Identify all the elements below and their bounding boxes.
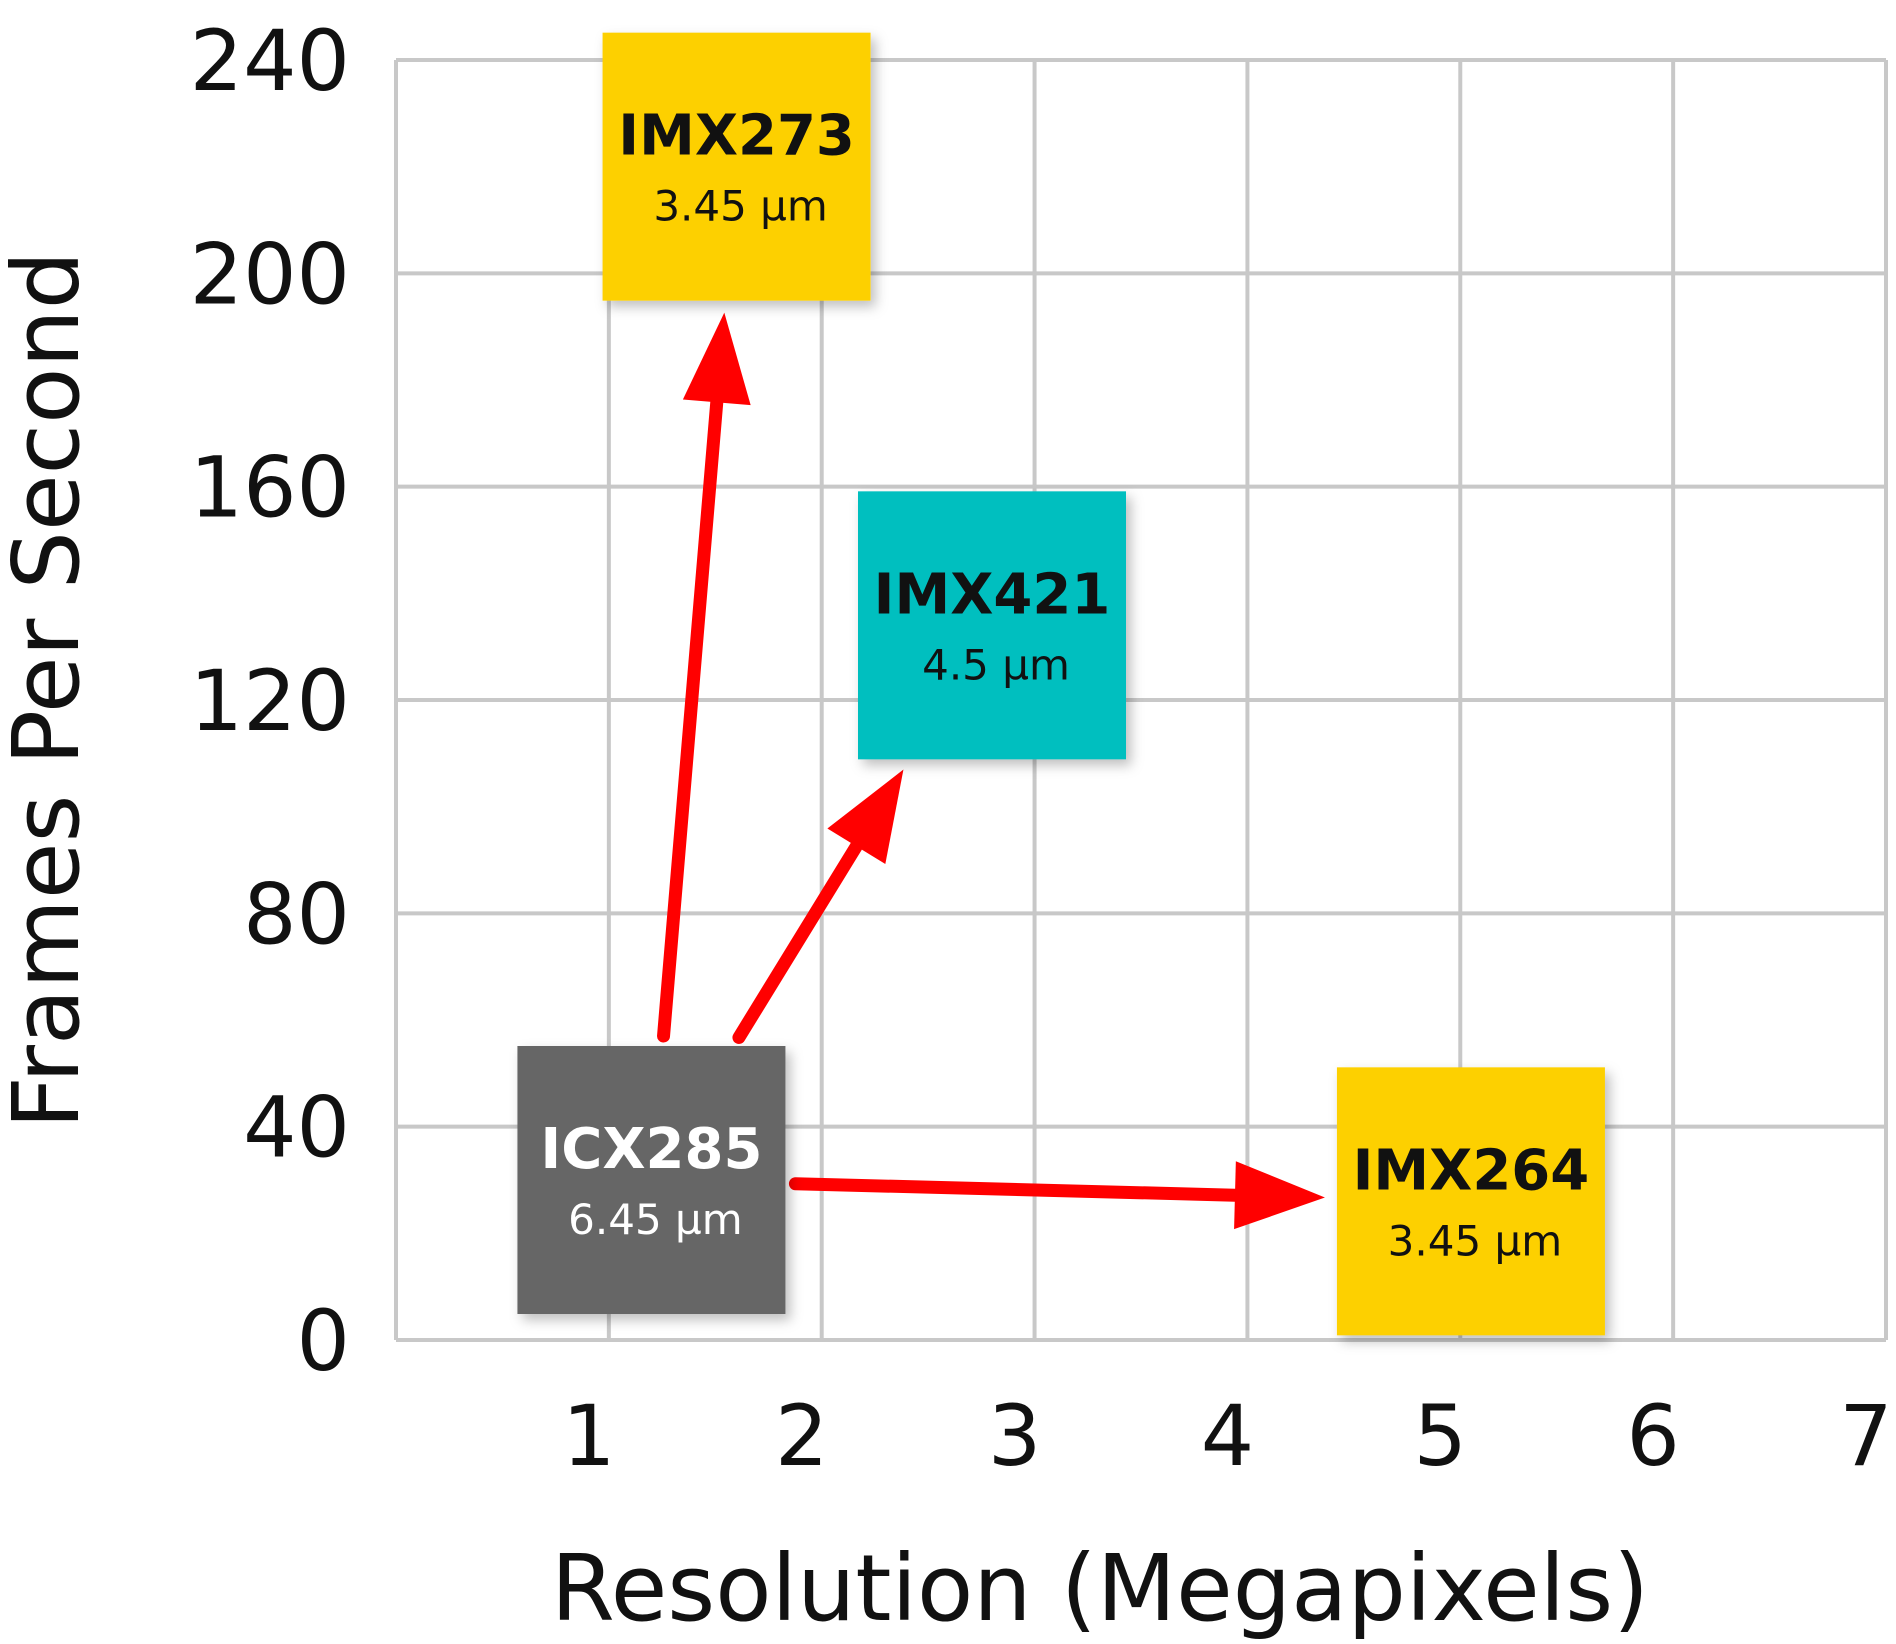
- x-tick-label: 4: [1201, 1387, 1254, 1485]
- x-tick-label: 7: [1839, 1387, 1892, 1485]
- arrow-shaft: [732, 839, 863, 1044]
- arrow-shaft: [657, 395, 724, 1043]
- x-tick-label: 6: [1626, 1387, 1679, 1485]
- sensor-name-label: ICX285: [540, 1117, 762, 1182]
- arrows: [657, 312, 1325, 1230]
- data-point-box: [517, 1046, 786, 1314]
- arrow-head: [827, 769, 904, 865]
- data-point-icx285: ICX285 6.45 µm: [517, 1046, 786, 1314]
- y-tick-label: 120: [190, 652, 350, 750]
- data-point-imx273: IMX273 3.45 µm: [602, 32, 871, 301]
- sensor-name-label: IMX273: [618, 104, 855, 169]
- x-tick-label: 3: [988, 1387, 1041, 1485]
- arrow-head: [682, 312, 751, 406]
- y-axis-title: Frames Per Second: [0, 251, 100, 1129]
- pixel-size-label: 6.45 µm: [568, 1195, 743, 1244]
- data-point-imx421: IMX421 4.5 µm: [858, 491, 1126, 760]
- x-axis-title: Resolution (Megapixels): [551, 1535, 1649, 1642]
- pixel-size-label: 3.45 µm: [1388, 1216, 1563, 1265]
- y-tick-label: 80: [243, 865, 350, 963]
- pixel-size-label: 4.5 µm: [922, 640, 1070, 689]
- pixel-size-label: 3.45 µm: [653, 182, 828, 231]
- arrow-head: [1234, 1161, 1325, 1230]
- data-point-imx264: IMX264 3.45 µm: [1336, 1067, 1605, 1336]
- data-point-box: [858, 491, 1126, 760]
- x-tick-label: 1: [562, 1387, 615, 1485]
- x-tick-label: 5: [1414, 1387, 1467, 1485]
- y-tick-label: 40: [243, 1079, 350, 1177]
- y-tick-label: 160: [190, 439, 350, 537]
- x-tick-label: 2: [775, 1387, 828, 1485]
- sensor-name-label: IMX421: [874, 562, 1111, 627]
- arrow-shaft: [788, 1177, 1242, 1202]
- y-tick-label: 200: [190, 225, 350, 323]
- data-point-box: [1336, 1067, 1605, 1336]
- sensor-name-label: IMX264: [1353, 1138, 1590, 1203]
- y-tick-label: 240: [190, 12, 350, 110]
- tick-labels: 0 40 80 120 160 200 240 1 2 3 4 5 6 7: [190, 12, 1893, 1485]
- y-tick-label: 0: [297, 1292, 350, 1390]
- data-point-box: [602, 32, 871, 301]
